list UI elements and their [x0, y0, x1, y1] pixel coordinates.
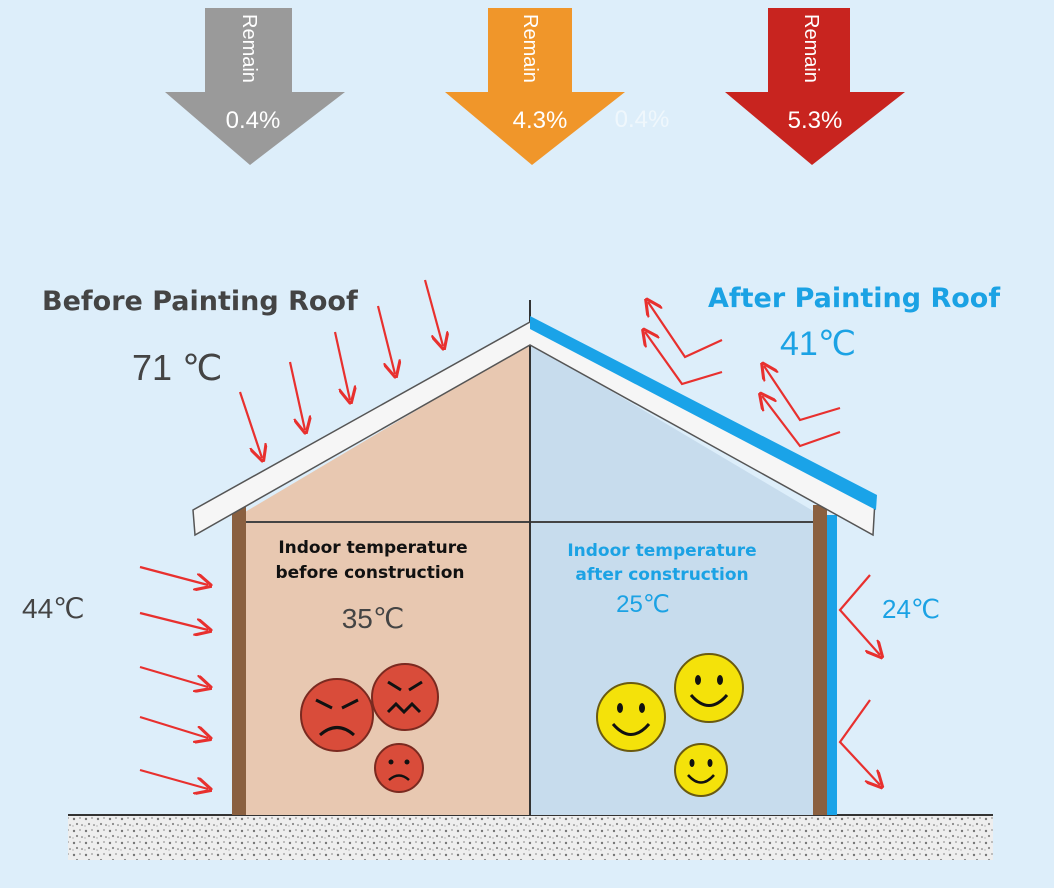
smile-face-icon [674, 653, 744, 723]
before-indoor-label-2: before construction [275, 563, 464, 583]
before-indoor-label-1: Indoor temperature [278, 538, 467, 558]
roof-reflect-arrows [645, 302, 841, 448]
sad-face-icon [374, 743, 424, 793]
smile-face-icon [674, 743, 728, 797]
angry-face-icon [371, 663, 439, 731]
after-title: After Painting Roof [708, 283, 1000, 314]
after-wall-temp: 24℃ [882, 594, 940, 624]
heat-arrow [333, 331, 350, 400]
heat-arrow [423, 279, 443, 346]
reflect-arrow [838, 699, 880, 785]
wall-coating [827, 515, 837, 815]
smile-face-icon [596, 682, 666, 752]
remain-value: 5.3% [788, 107, 843, 134]
remain-value: 0.4% [226, 107, 281, 134]
before-roof-temp: 71 ℃ [132, 347, 222, 388]
remain-value: 4.3% [513, 107, 568, 134]
heat-arrow [139, 611, 208, 630]
remain-arrow-orange: Remain 4.3% 0.4% [445, 8, 669, 165]
reflect-arrow [645, 332, 723, 386]
remain-arrow-gray: Remain 0.4% [165, 8, 345, 165]
heat-arrow [139, 715, 208, 738]
heat-arrow [139, 665, 208, 687]
after-indoor-label-2: after construction [575, 565, 748, 585]
right-wall [813, 505, 827, 815]
remain-ghost-value: 0.4% [615, 106, 670, 133]
after-indoor-label-1: Indoor temperature [567, 541, 756, 561]
remain-label: Remain [519, 14, 541, 83]
reflect-arrow [764, 366, 841, 422]
left-wall [232, 505, 246, 815]
roof-heat-arrows [238, 279, 443, 458]
heat-arrow [139, 768, 208, 789]
before-title: Before Painting Roof [42, 286, 358, 317]
heat-arrow [238, 391, 262, 458]
after-roof-temp: 41℃ [780, 325, 856, 363]
angry-face-icon [300, 678, 374, 752]
wall-reflect-arrows [838, 574, 880, 785]
remain-label: Remain [238, 14, 260, 83]
ground [68, 815, 993, 860]
roof-coating [530, 316, 877, 510]
heat-arrow [376, 305, 395, 374]
reflect-arrow [648, 302, 723, 359]
after-indoor-temp: 25℃ [616, 591, 670, 618]
wall-heat-arrows [139, 565, 208, 789]
before-wall-temp: 44℃ [22, 593, 85, 624]
reflect-arrow [838, 574, 880, 655]
heat-arrow [139, 565, 208, 585]
remain-label: Remain [800, 14, 822, 83]
reflect-arrow [762, 396, 841, 448]
heat-arrow [288, 361, 305, 430]
before-indoor-temp: 35℃ [342, 603, 405, 634]
remain-arrow-red: Remain 5.3% [725, 8, 905, 165]
